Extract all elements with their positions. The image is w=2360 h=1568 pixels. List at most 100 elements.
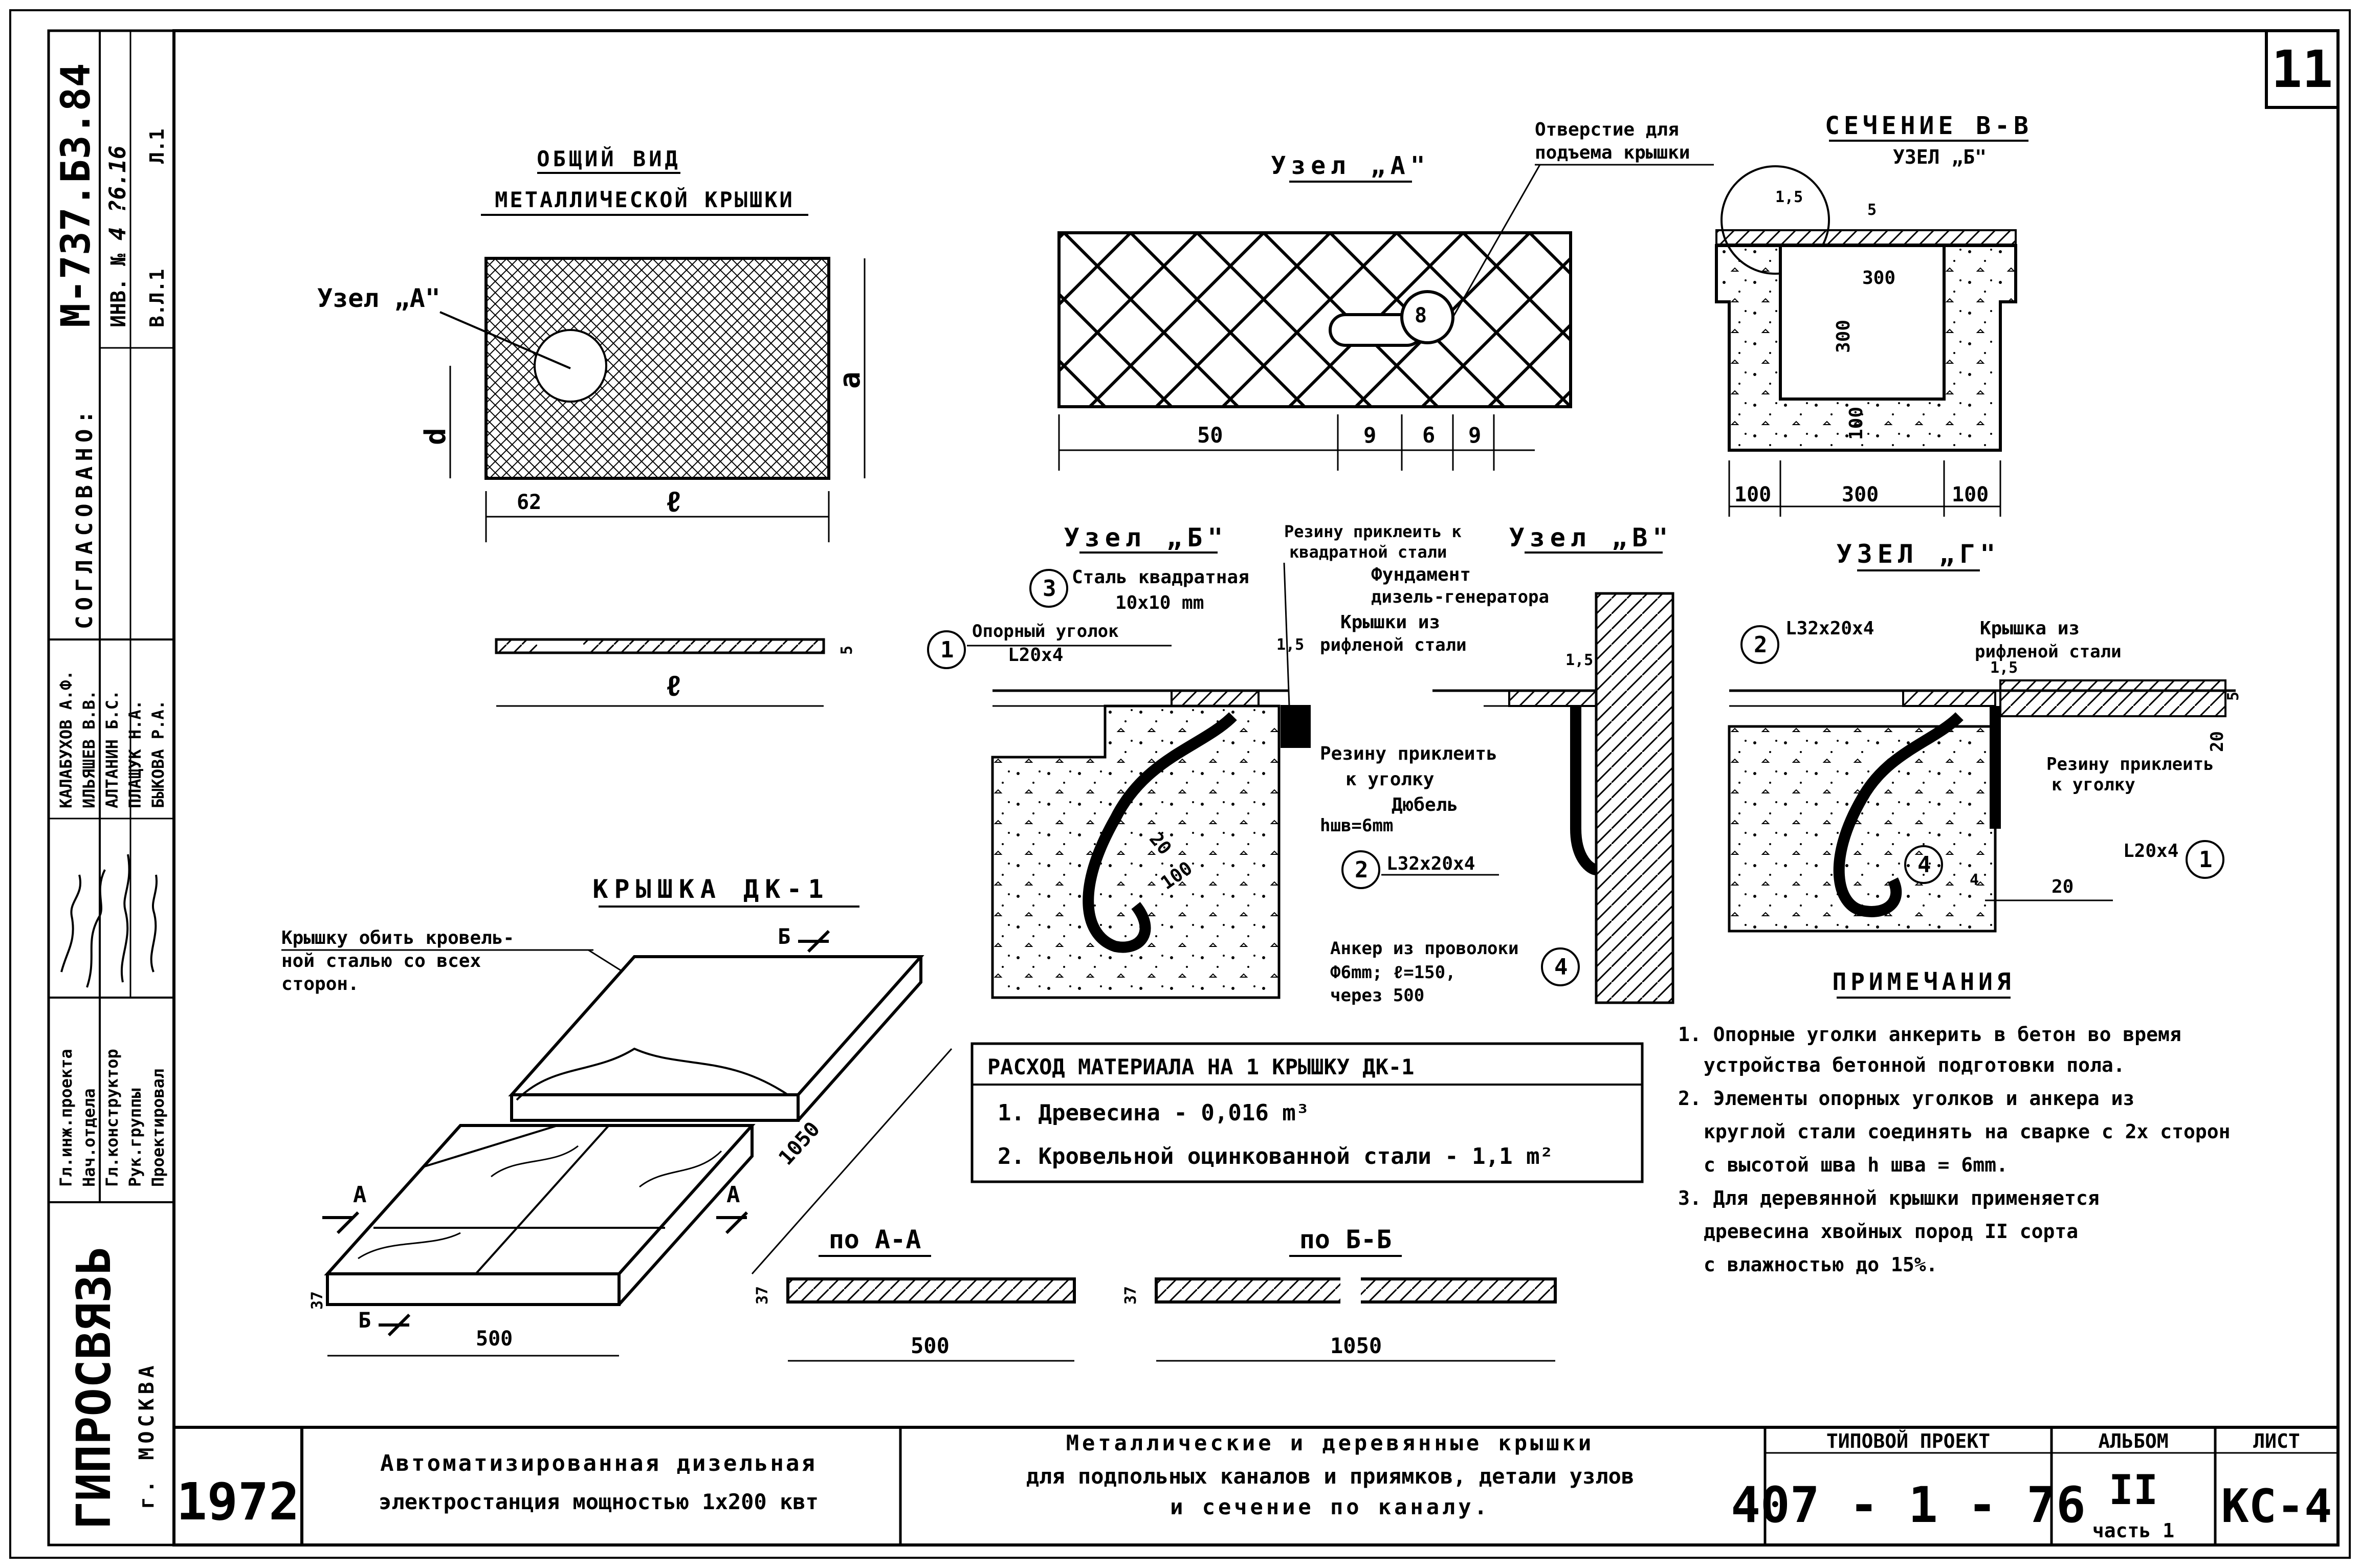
anchor-label-1: Анкер из проволоки bbox=[1330, 938, 1518, 959]
section-bb: по Б-Б 37 1050 bbox=[1122, 1225, 1557, 1362]
section-bb-dim-1050: 1050 bbox=[1330, 1333, 1382, 1358]
node-b-anchor bbox=[1083, 712, 1237, 953]
vv-bottom-100b: 100 bbox=[1952, 483, 1989, 506]
name-glk: АЛТАНИН Б.С. bbox=[102, 690, 122, 808]
project-line-2: электростанция мощностью 1х200 квт bbox=[379, 1489, 819, 1514]
typical-value: 407 - 1 - 76 bbox=[1731, 1476, 2086, 1534]
node-b-dim-15: 1,5 bbox=[1276, 636, 1304, 654]
section-aa: по А-А 37 500 bbox=[754, 1225, 1076, 1362]
profile-dim-5: 5 bbox=[838, 646, 856, 655]
support-label-2: L20x4 bbox=[1008, 645, 1063, 666]
cover-g-label-2: рифленой стали bbox=[1975, 642, 2122, 662]
node-v: Узел „В" Фундамент дизель-генератора Кры… bbox=[1320, 523, 1674, 1006]
section-aa-profile bbox=[786, 1277, 1076, 1304]
org-name: ГИПРОСВЯЗЬ bbox=[67, 1246, 121, 1530]
node-g-dim-15: 1,5 bbox=[1990, 659, 2018, 677]
signature-2 bbox=[86, 869, 106, 988]
cover-bottom-planks bbox=[324, 1124, 756, 1275]
desc-line-2: для подпольных каналов и приямков, детал… bbox=[1026, 1464, 1634, 1489]
vv-dim-300b: 300 bbox=[1833, 320, 1854, 353]
dim-9a: 9 bbox=[1363, 423, 1376, 448]
dim-d: d bbox=[419, 428, 452, 445]
note-line-6: 3. Для деревянной крышки применяется bbox=[1678, 1187, 2100, 1209]
material-table: РАСХОД МАТЕРИАЛА НА 1 КРЫШКУ ДК-1 1. Дре… bbox=[971, 1042, 1644, 1183]
cover-label-1: Крышки из bbox=[1340, 612, 1440, 633]
side-strip-frame bbox=[47, 29, 175, 1547]
material-row-2: 2. Кровельной оцинкованной стали - 1,1 m… bbox=[998, 1143, 1553, 1169]
marker-4-v-label: 4 bbox=[1554, 954, 1568, 980]
node-b-concrete bbox=[991, 704, 1281, 999]
vv-dim-15: 1,5 bbox=[1775, 188, 1803, 206]
node-g-cover bbox=[1999, 679, 2226, 717]
rubber-label-1: Резину приклеить к bbox=[1284, 522, 1462, 541]
marker-1-node-b bbox=[927, 630, 966, 669]
node-g-dim-5: 5 bbox=[2224, 692, 2242, 701]
a-mark-right: А bbox=[726, 1182, 740, 1208]
a-mark-left: А bbox=[353, 1182, 367, 1208]
inv-value: 4 ?6.16 bbox=[105, 146, 131, 240]
cover-dim-500: 500 bbox=[476, 1327, 513, 1351]
role-glk: Гл.конструктор bbox=[102, 1049, 122, 1187]
cover-label-2: рифленой стали bbox=[1320, 635, 1467, 655]
cover-g-label-1: Крышка из bbox=[1980, 618, 2080, 639]
dim-6: 6 bbox=[1422, 423, 1435, 448]
vv-bottom-300: 300 bbox=[1842, 483, 1879, 506]
dim-l: ℓ bbox=[665, 485, 682, 519]
marker-3-node-b bbox=[1029, 569, 1068, 608]
angle-2-g-label: L32x20x4 bbox=[1785, 618, 1874, 639]
node-v-angle-vert bbox=[1570, 706, 1597, 875]
b-mark-bottom: Б bbox=[358, 1308, 371, 1333]
weld-label: hшв=6mm bbox=[1320, 815, 1393, 836]
material-row-1: 1. Древесина - 0,016 m³ bbox=[998, 1100, 1309, 1126]
typical-label: ТИПОВОЙ ПРОЕКТ bbox=[1826, 1430, 1990, 1452]
note-line-5: с высотой шва h шва = 6mm. bbox=[1704, 1154, 2008, 1176]
side-strip: М-737.Б3.84 ИНВ. № 4 ?6.16 В.Л.1 Л.1 СОГ… bbox=[47, 29, 175, 1547]
marker-3-label: 3 bbox=[1043, 576, 1056, 602]
name-nach: ИЛЬЯШЕВ В.В. bbox=[79, 690, 99, 808]
note-line-4: круглой стали соединять на сварке с 2х с… bbox=[1704, 1120, 2231, 1143]
general-view-title: ОБЩИЙ ВИД bbox=[537, 146, 681, 171]
sheet-number: 11 bbox=[2271, 39, 2333, 99]
general-view: ОБЩИЙ ВИД МЕТАЛЛИЧЕСКОЙ КРЫШКИ Узел „А" … bbox=[317, 146, 867, 707]
outer-border bbox=[9, 9, 2351, 1559]
anchor-label-3: через 500 bbox=[1330, 985, 1424, 1006]
cover-dk1: КРЫШКА ДК-1 Крышку обить кровель- ной ст… bbox=[281, 874, 953, 1357]
node-a-circle bbox=[534, 329, 607, 403]
name-proj: БЫКОВА Р.А. bbox=[148, 700, 168, 808]
section-aa-title: по А-А bbox=[829, 1225, 921, 1254]
node-v-angle bbox=[1508, 690, 1597, 707]
steel-label-2: 10x10 mm bbox=[1115, 592, 1204, 613]
square-steel-bar bbox=[1281, 705, 1311, 748]
org-city: г. МОСКВА bbox=[135, 1361, 159, 1509]
section-aa-dim-37: 37 bbox=[754, 1286, 771, 1305]
cover-note-1: Крышку обить кровель- bbox=[281, 927, 514, 948]
rubber-g-label-1: Резину приклеить bbox=[2046, 754, 2214, 775]
section-vv: СЕЧЕНИЕ В-В УЗЕЛ „Б" 1,5 5 300 300 100 1… bbox=[1715, 112, 2028, 517]
node-g-dim-4: 4 bbox=[1970, 871, 1979, 889]
dowel-label: Дюбель bbox=[1392, 794, 1458, 815]
note-line-1: 1. Опорные уголки анкерить в бетон во вр… bbox=[1678, 1023, 2181, 1046]
foundation-label-1: Фундамент bbox=[1371, 564, 1471, 585]
material-table-header: РАСХОД МАТЕРИАЛА НА 1 КРЫШКУ ДК-1 bbox=[987, 1054, 1414, 1079]
note-line-8: с влажностью до 15%. bbox=[1704, 1253, 1938, 1276]
cover-dim-37: 37 bbox=[308, 1291, 326, 1310]
dim-62: 62 bbox=[517, 491, 541, 514]
cover-dk1-title: КРЫШКА ДК-1 bbox=[592, 874, 829, 904]
marker-2-node-v bbox=[1341, 850, 1380, 889]
vl-label: В.Л.1 bbox=[146, 269, 168, 327]
section-bb-title: по Б-Б bbox=[1299, 1225, 1392, 1254]
anchor-label-2: Ф6mm; ℓ=150, bbox=[1330, 962, 1456, 983]
sheet-label: ЛИСТ bbox=[2253, 1430, 2300, 1452]
desc-line-3: и сечение по каналу. bbox=[1170, 1494, 1490, 1519]
album-value: II bbox=[2109, 1466, 2158, 1514]
signature-3 bbox=[120, 854, 130, 983]
checker-plate bbox=[1057, 231, 1572, 408]
notes: ПРИМЕЧАНИЯ 1. Опорные уголки анкерить в … bbox=[1678, 968, 2231, 1276]
node-v-dim-15: 1,5 bbox=[1565, 651, 1593, 669]
sheet-value: КС-4 bbox=[2221, 1479, 2332, 1533]
list-label: Л.1 bbox=[146, 128, 168, 164]
doc-code: М-737.Б3.84 bbox=[53, 63, 99, 327]
support-label-1: Опорный уголок bbox=[972, 621, 1119, 642]
node-a-callout-2: подъема крышки bbox=[1535, 142, 1690, 163]
name-gip: КАЛАБУХОВ А.Ф. bbox=[56, 670, 76, 808]
